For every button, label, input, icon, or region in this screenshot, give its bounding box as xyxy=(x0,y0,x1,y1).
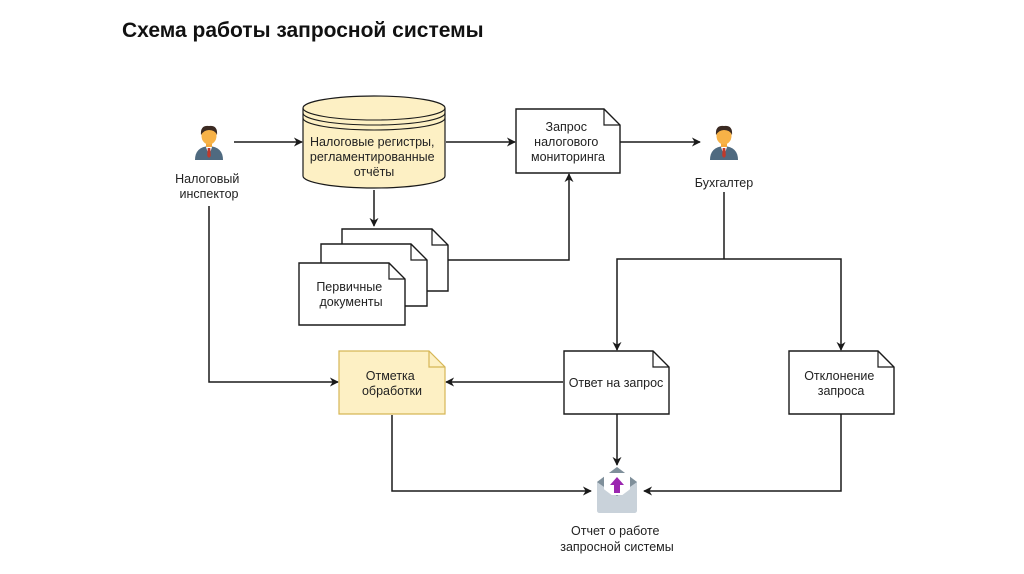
node-request-rejection[interactable]: Отклонение запроса xyxy=(788,350,895,415)
document-shape xyxy=(338,350,446,415)
edge-mark-to-report xyxy=(391,415,592,496)
node-label: Ответ на запрос xyxy=(569,376,664,390)
node-primary-documents[interactable]: Первичные документы xyxy=(298,228,449,326)
node-processing-mark[interactable]: Отметка обработки xyxy=(338,350,446,415)
edge-rejection-to-report xyxy=(643,414,842,496)
person-icon xyxy=(710,125,738,160)
node-label: Запрос налогового мониторинга xyxy=(531,120,605,164)
node-label: Бухгалтер xyxy=(695,176,753,190)
node-label: Отклонение запроса xyxy=(804,369,878,398)
node-monitoring-request[interactable]: Запрос налогового мониторинга xyxy=(515,108,621,174)
edge-inspector-to-mark xyxy=(208,206,339,387)
node-tax-inspector[interactable]: Налоговый инспектор xyxy=(175,125,243,201)
node-label: Налоговый инспектор xyxy=(175,172,243,201)
node-accountant[interactable]: Бухгалтер xyxy=(695,125,753,190)
database-shape xyxy=(302,95,446,189)
node-label: Первичные документы xyxy=(316,280,385,309)
document-shape xyxy=(563,350,670,415)
document-shape xyxy=(788,350,895,415)
edge-accountant-to-rejection xyxy=(724,258,846,351)
envelope-upload-icon xyxy=(597,467,637,513)
node-label: Отчет о работе запросной системы xyxy=(560,524,674,554)
node-label: Отметка обработки xyxy=(362,369,422,398)
node-request-answer[interactable]: Ответ на запрос xyxy=(563,350,670,415)
edge-documents-to-request xyxy=(448,173,574,261)
node-system-report[interactable]: Отчет о работе запросной системы xyxy=(560,467,674,554)
person-icon xyxy=(195,125,223,160)
edge-accountant-to-answer xyxy=(612,258,724,351)
document-shape-front xyxy=(298,262,406,326)
node-tax-registers[interactable]: Налоговые регистры, регламентированные о… xyxy=(302,95,446,189)
page-title: Схема работы запросной системы xyxy=(122,19,484,42)
document-shape xyxy=(515,108,621,174)
node-label: Налоговые регистры, регламентированные о… xyxy=(310,135,438,179)
edges xyxy=(208,137,846,496)
